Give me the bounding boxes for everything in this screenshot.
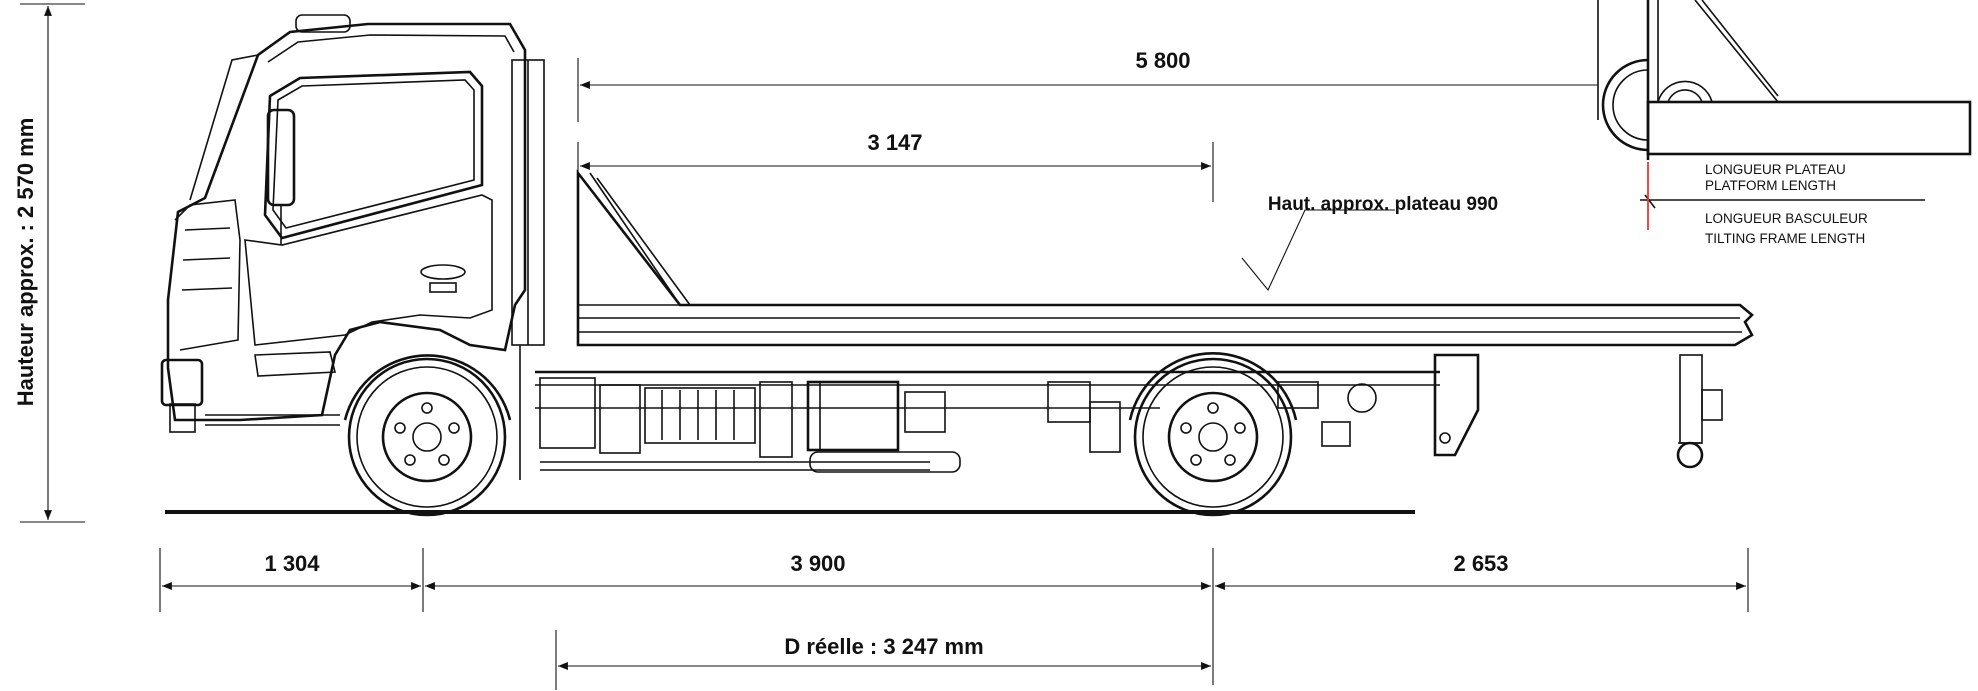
platform-detail-inset: LONGUEUR PLATEAU PLATFORM LENGTH LONGUEU… bbox=[1597, 0, 1972, 246]
legend-platform-en: PLATFORM LENGTH bbox=[1705, 178, 1836, 193]
total-length-dimension: 5 800 bbox=[577, 48, 1598, 122]
total-length-label: 5 800 bbox=[1135, 48, 1190, 73]
flatbed-platform bbox=[576, 169, 1754, 469]
legend-platform-fr: LONGUEUR PLATEAU bbox=[1705, 162, 1846, 177]
legend-tilting-en: TILTING FRAME LENGTH bbox=[1705, 231, 1865, 246]
bottom-dimensions: 1 304 3 900 2 653 D réelle : 3 247 mm bbox=[159, 548, 1749, 690]
truck-cab bbox=[160, 14, 545, 480]
height-label: Hauteur approx. : 2 570 mm bbox=[13, 118, 38, 407]
wheelbase-label: 3 900 bbox=[790, 551, 845, 576]
real-distance-label: D réelle : 3 247 mm bbox=[784, 634, 983, 659]
rear-overhang-label: 2 653 bbox=[1453, 551, 1508, 576]
platform-height-label: Haut. approx. plateau 990 bbox=[1268, 194, 1498, 215]
front-wheel bbox=[343, 354, 512, 517]
platform-length-dimension: 3 147 bbox=[577, 130, 1214, 202]
height-dimension: Hauteur approx. : 2 570 mm bbox=[13, 3, 85, 523]
chassis bbox=[535, 370, 1440, 473]
front-overhang-label: 1 304 bbox=[264, 551, 320, 576]
legend-tilting-fr: LONGUEUR BASCULEUR bbox=[1705, 211, 1868, 226]
platform-height-callout: Haut. approx. plateau 990 bbox=[1241, 194, 1498, 292]
platform-length-label: 3 147 bbox=[867, 130, 922, 155]
rear-wheel bbox=[1128, 352, 1298, 517]
